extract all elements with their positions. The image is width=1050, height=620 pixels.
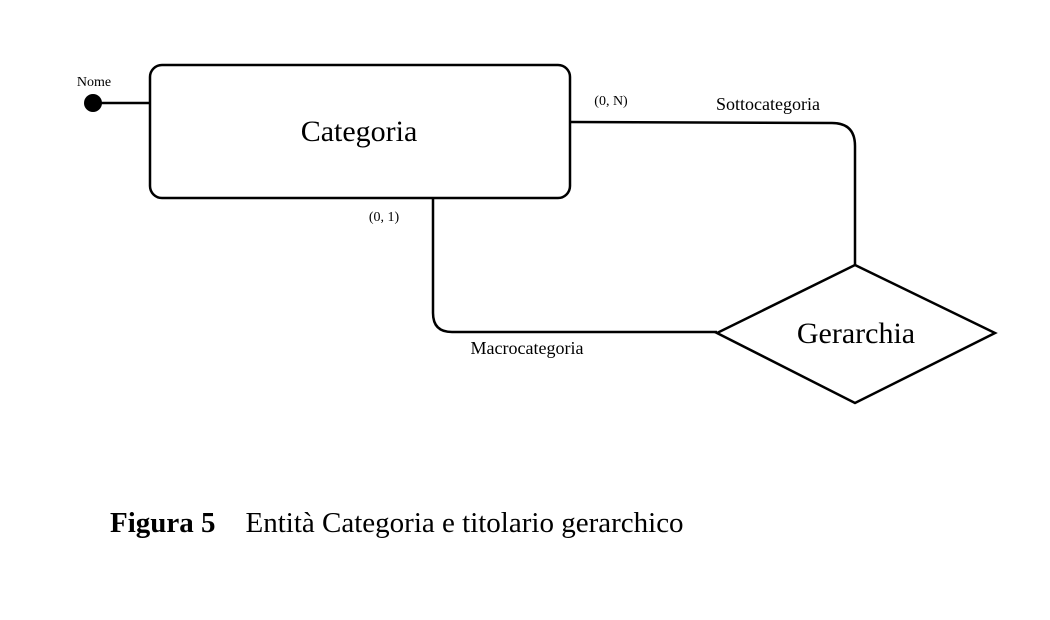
upper-cardinality: (0, N): [594, 94, 628, 109]
lower-cardinality: (0, 1): [369, 210, 400, 225]
lower-role-connector: [431, 198, 717, 334]
attribute-identifier-dot: [84, 94, 102, 112]
relationship-label: Gerarchia: [797, 317, 915, 350]
figure-caption-text: Entità Categoria e titolario gerarchico: [245, 507, 684, 539]
lower-role-label: Macrocategoria: [471, 338, 584, 358]
entity-label: Categoria: [301, 115, 418, 148]
relationship-diamond: [714, 263, 998, 405]
figure-caption: Figura 5 Entità Categoria e titolario ger…: [110, 503, 684, 543]
entity-box: [148, 63, 572, 200]
figure-number: Figura 5: [110, 507, 216, 539]
er-diagram: Nome Categoria (0, N) Sottocategoria (0,…: [77, 63, 998, 405]
upper-role-label: Sottocategoria: [716, 94, 820, 114]
attribute-label: Nome: [77, 75, 111, 90]
upper-role-connector: [569, 120, 857, 265]
